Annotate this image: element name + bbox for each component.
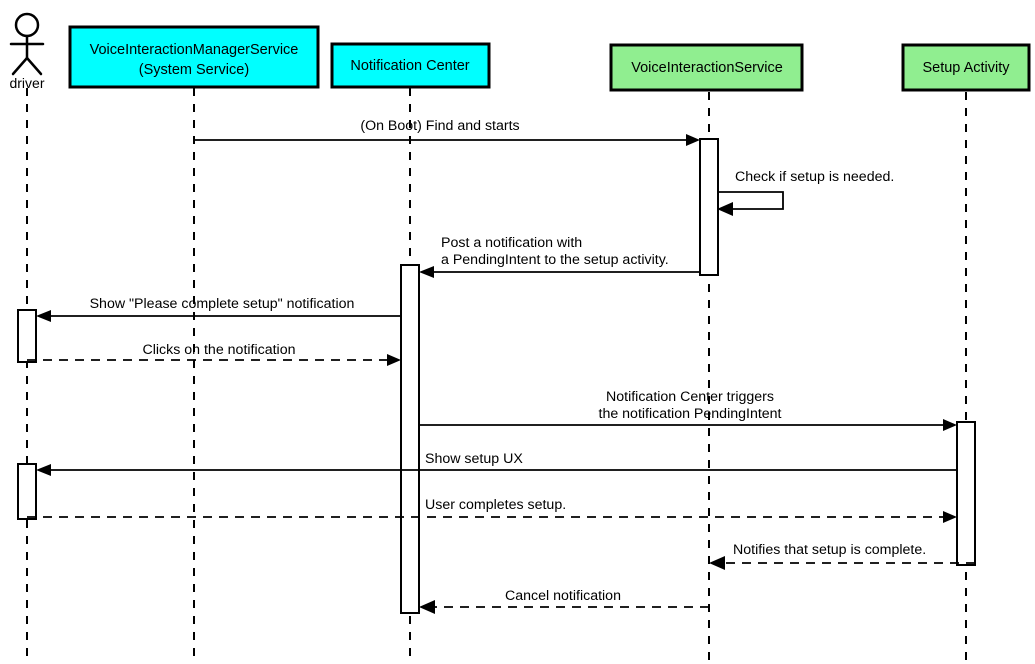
- participant-vims-box: [68, 25, 320, 89]
- actor-leg-left-icon: [11, 56, 29, 76]
- activation-setup-activity-1: [956, 421, 976, 566]
- participant-driver-label: driver: [9, 75, 44, 91]
- message-cancel-notification[interactable]: Cancel notification: [419, 588, 709, 614]
- message-user-completes-setup[interactable]: User completes setup.: [27, 497, 957, 523]
- participant-notification-center[interactable]: Notification Center: [330, 42, 491, 89]
- message-label: (On Boot) Find and starts: [360, 118, 519, 134]
- participant-vis[interactable]: VoiceInteractionService: [609, 43, 804, 92]
- participant-vims-label-line1: VoiceInteractionManagerService: [90, 42, 299, 58]
- message-check-if-setup-is-needed[interactable]: Check if setup is needed.: [717, 169, 894, 216]
- message-label: Clicks on the notification: [143, 342, 296, 358]
- participant-vims-label-line2: (System Service): [139, 62, 249, 78]
- participant-setup-activity-label: Setup Activity: [922, 60, 1010, 76]
- message-label: Show "Please complete setup" notificatio…: [90, 296, 355, 312]
- message-post-a-notification[interactable]: Post a notification with a PendingIntent…: [419, 235, 700, 278]
- message-show-setup-ux[interactable]: Show setup UX: [36, 451, 957, 476]
- participant-vis-box: [609, 43, 804, 92]
- selfcall-path: [718, 191, 784, 210]
- arrowhead-right-icon: [686, 134, 700, 146]
- message-show-please-complete-setup-notification[interactable]: Show "Please complete setup" notificatio…: [36, 296, 401, 322]
- arrowhead-left-icon: [36, 464, 51, 476]
- participant-setup-activity-box: [901, 43, 1031, 92]
- message-notification-center-triggers-pendingintent[interactable]: Notification Center triggers the notific…: [419, 389, 957, 431]
- message-label-line1: Notification Center triggers: [606, 389, 774, 405]
- actor-head-icon: [14, 12, 40, 38]
- message-label: Check if setup is needed.: [735, 169, 894, 185]
- message-label: User completes setup.: [425, 497, 566, 513]
- activation-vis-1: [699, 138, 719, 276]
- arrowhead-right-icon: [387, 354, 401, 366]
- message-label-line1: Post a notification with: [441, 235, 582, 251]
- message-notifies-that-setup-is-complete[interactable]: Notifies that setup is complete.: [709, 542, 975, 570]
- participant-setup-activity[interactable]: Setup Activity: [901, 43, 1031, 92]
- message-label-line2: the notification PendingIntent: [599, 406, 782, 422]
- activation-notification-center-1: [400, 264, 420, 614]
- arrowhead-right-icon: [943, 511, 957, 523]
- activation-driver-1: [17, 309, 37, 363]
- arrowhead-right-icon: [943, 419, 957, 431]
- participant-notification-center-box: [330, 42, 491, 89]
- message-on-boot-find-and-starts[interactable]: (On Boot) Find and starts: [194, 118, 700, 146]
- message-label: Notifies that setup is complete.: [733, 542, 926, 558]
- arrowhead-left-icon: [419, 600, 435, 614]
- participant-driver[interactable]: driver: [9, 12, 45, 91]
- participant-notification-center-label: Notification Center: [350, 58, 469, 74]
- message-clicks-on-the-notification[interactable]: Clicks on the notification: [27, 342, 401, 366]
- message-label: Cancel notification: [505, 588, 621, 604]
- arrowhead-left-icon: [709, 556, 725, 570]
- actor-leg-right-icon: [25, 56, 43, 76]
- arrowhead-left-icon: [419, 266, 434, 278]
- arrowhead-left-icon: [717, 202, 733, 216]
- arrowhead-left-icon: [36, 310, 51, 322]
- message-label-line2: a PendingIntent to the setup activity.: [441, 252, 669, 268]
- participant-vims[interactable]: VoiceInteractionManagerService (System S…: [68, 25, 320, 89]
- activation-bars: [17, 138, 976, 614]
- activation-driver-2: [17, 463, 37, 520]
- participant-vis-label: VoiceInteractionService: [631, 60, 783, 76]
- message-label: Show setup UX: [425, 451, 523, 467]
